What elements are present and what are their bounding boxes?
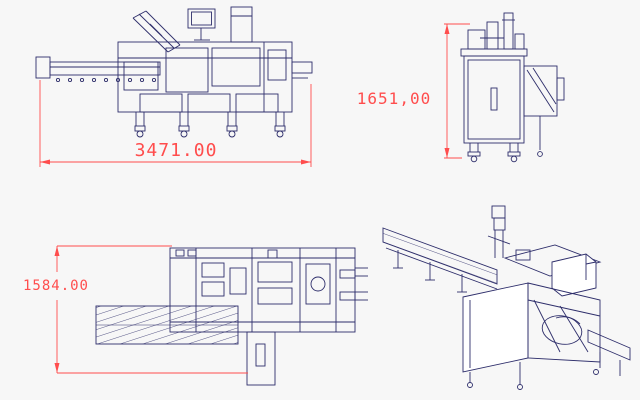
dimension-front-height: 1651,00 bbox=[357, 23, 470, 159]
arrowhead-right-icon bbox=[301, 159, 311, 165]
view-isometric bbox=[382, 205, 631, 390]
view-top-plan bbox=[95, 247, 368, 386]
dimension-side-length: 3471.00 bbox=[39, 80, 312, 167]
dimension-label-overall-width: 1584.00 bbox=[23, 278, 89, 294]
arrowhead-left-icon bbox=[40, 159, 50, 165]
arrowhead-bottom-icon bbox=[54, 363, 60, 373]
dimension-label-overall-height: 1651,00 bbox=[357, 89, 431, 108]
dimension-label-overall-length: 3471.00 bbox=[135, 140, 218, 161]
view-front-elevation bbox=[460, 12, 565, 163]
view-side-elevation bbox=[35, 6, 313, 138]
arrowhead-bottom-icon bbox=[444, 148, 450, 158]
arrowhead-top-icon bbox=[444, 24, 450, 34]
dimension-plan-width: 1584.00 bbox=[23, 245, 248, 374]
arrowhead-top-icon bbox=[54, 246, 60, 256]
